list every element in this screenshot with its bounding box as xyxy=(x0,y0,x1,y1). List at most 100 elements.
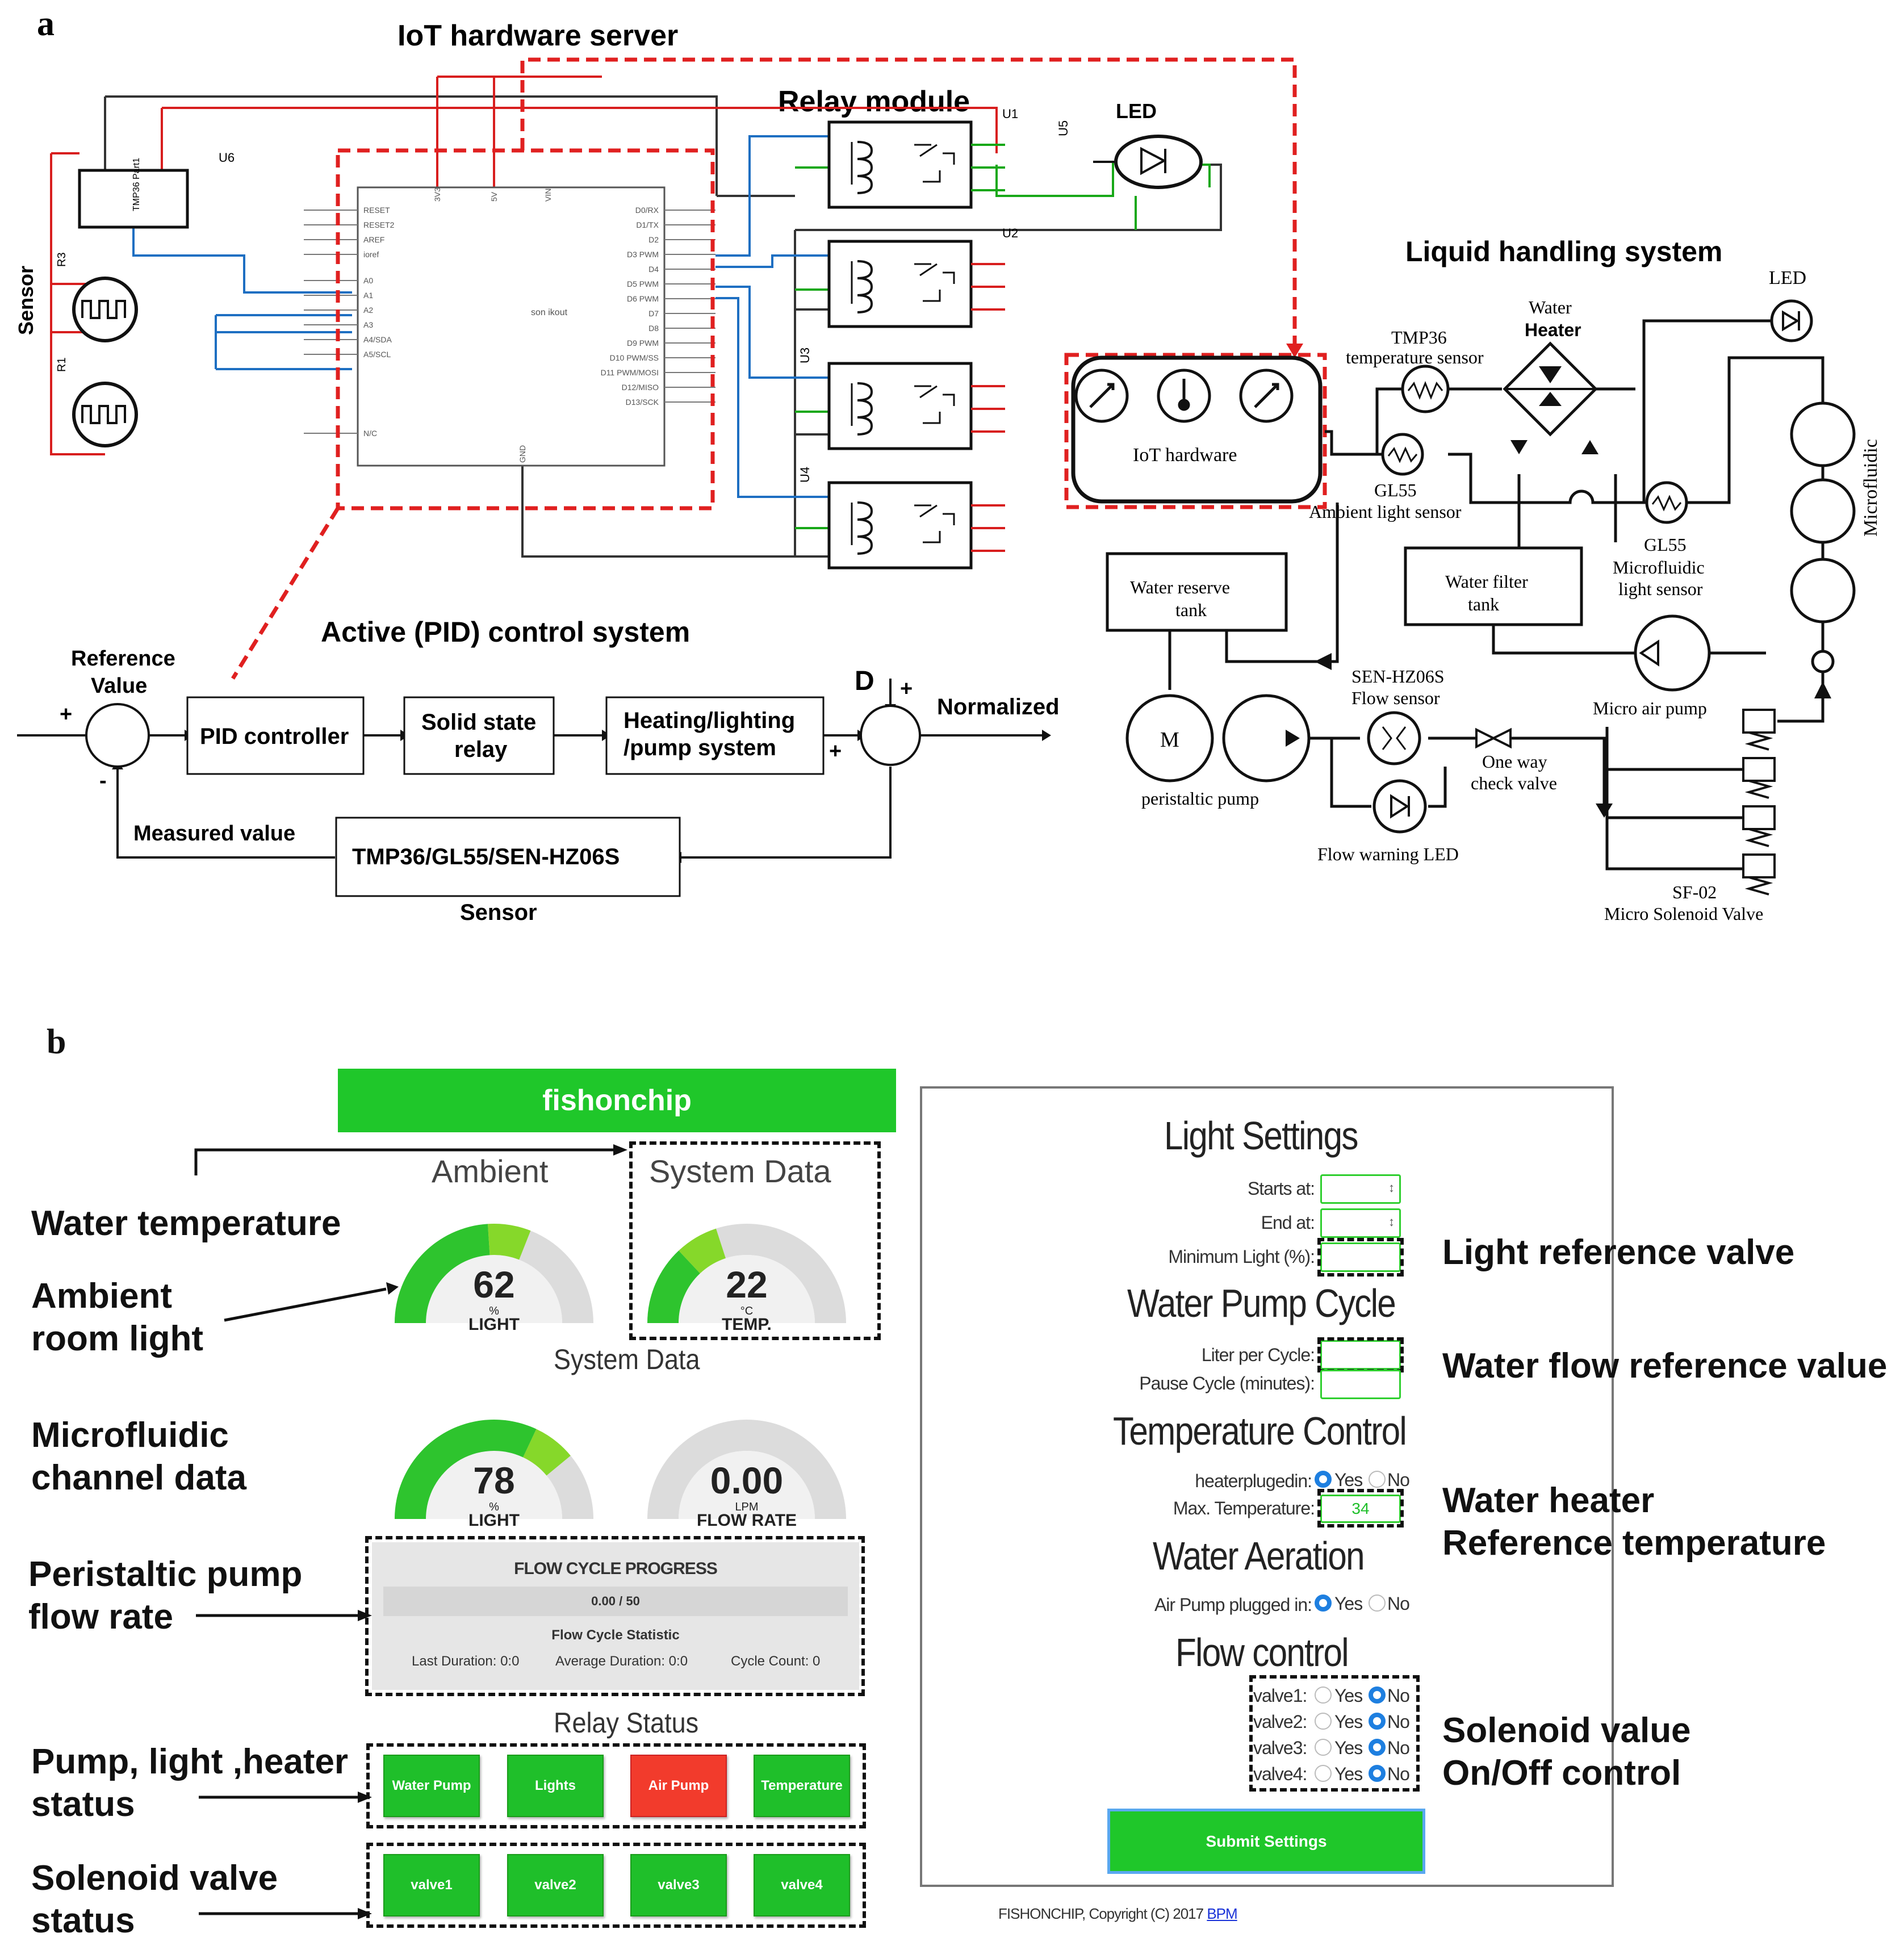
end-at-label: End at: xyxy=(1261,1212,1315,1233)
arrow-to-reserve xyxy=(1315,653,1332,670)
valve-no-radio[interactable] xyxy=(1369,1686,1386,1704)
pin-right-label: D7 xyxy=(648,309,659,318)
valve-no-text: No xyxy=(1387,1738,1410,1758)
gl55-microfluidic-sensor xyxy=(1645,481,1688,524)
min-light-input[interactable] xyxy=(1320,1242,1401,1272)
sensor-box xyxy=(335,817,681,897)
end-at-select[interactable]: ↕ xyxy=(1320,1208,1401,1238)
heater-yes-radio[interactable] xyxy=(1315,1471,1332,1488)
footer-text: FISHONCHIP, Copyright (C) 2017 xyxy=(998,1905,1204,1922)
relay-status-button[interactable]: Water Pump xyxy=(383,1755,480,1817)
valve-no-radio[interactable] xyxy=(1369,1713,1386,1730)
dashboard-title: fishonchip xyxy=(542,1084,692,1117)
flow-cycle-statistic: Flow Cycle Statistic xyxy=(551,1627,680,1643)
valve-no-radio[interactable] xyxy=(1369,1739,1386,1756)
water-heater-label-2: Heater xyxy=(1525,320,1581,340)
sensor-box-label: TMP36/GL55/SEN-HZ06S xyxy=(352,844,620,869)
starts-at-select[interactable]: ↕ xyxy=(1320,1174,1401,1204)
heater-no-radio[interactable] xyxy=(1369,1471,1386,1488)
u5-label: U5 xyxy=(1056,120,1070,136)
gauge-name: LIGHT xyxy=(468,1315,520,1334)
submit-settings-button[interactable]: Submit Settings xyxy=(1107,1809,1425,1874)
gauge-value: 22 xyxy=(726,1263,767,1305)
valve-yes-text: Yes xyxy=(1334,1711,1363,1732)
pause-cycle-input[interactable] xyxy=(1320,1370,1401,1399)
led-diode-top xyxy=(1093,135,1203,189)
water-pump-heading: Water Pump Cycle xyxy=(1127,1281,1396,1325)
arrow-to-solenoid xyxy=(1596,803,1613,818)
pin-right-label: D0/RX xyxy=(635,206,659,215)
gauge-arc xyxy=(647,1250,700,1323)
arduino-pin-labels: RESETRESET2AREFiorefA0A1A2A3A4/SDAA5/SCL… xyxy=(304,187,715,463)
water-heater xyxy=(1503,341,1598,454)
u4-label: U4 xyxy=(798,467,812,483)
panel-a-label: a xyxy=(37,5,55,43)
iot-link-dashed xyxy=(520,57,1297,352)
peristaltic-pump xyxy=(1125,694,1311,782)
flow-warning-led xyxy=(1372,779,1427,834)
liter-per-cycle-dashed xyxy=(1317,1337,1404,1372)
flow-control-dashed xyxy=(1249,1675,1420,1792)
relay-status-title: Relay Status xyxy=(554,1707,699,1739)
valve-status-button[interactable]: valve3 xyxy=(630,1854,727,1916)
max-temp-input[interactable]: 34 xyxy=(1320,1495,1401,1523)
gl55-ambient-label-1: GL55 xyxy=(1374,480,1417,500)
cycle-count: Cycle Count: 0 xyxy=(731,1654,821,1669)
microfluidic-label: Microfluidic xyxy=(1860,439,1881,537)
ann-heater-ref-2: Reference temperature xyxy=(1442,1524,1826,1563)
select-arrows-icon: ↕ xyxy=(1388,1215,1395,1229)
valve-no-text: No xyxy=(1387,1685,1410,1706)
pin-right-label: D13/SCK xyxy=(626,397,659,407)
relay-status-button[interactable]: Temperature xyxy=(754,1755,850,1817)
board-name: son ikout xyxy=(531,308,568,317)
valve-status-button[interactable]: valve4 xyxy=(754,1854,850,1916)
arduino-board xyxy=(357,186,666,467)
valve-yes-radio[interactable] xyxy=(1315,1765,1332,1782)
pin-right-label: D6 PWM xyxy=(627,294,659,303)
valve-row-label: valve4: xyxy=(1253,1764,1307,1784)
relay-status-button[interactable]: Air Pump xyxy=(630,1755,727,1817)
water-reserve-label-2: tank xyxy=(1175,600,1207,620)
settings-panel xyxy=(920,1086,1614,1887)
iot-server-dashed-box xyxy=(336,148,715,510)
gauge-face xyxy=(426,1255,562,1323)
flow-cycle-panel: FLOW CYCLE PROGRESS 0.00 / 50 Flow Cycle… xyxy=(372,1542,859,1690)
pid-controller-box xyxy=(186,696,365,775)
valve-yes-radio[interactable] xyxy=(1315,1713,1332,1730)
air-pump-yes-radio[interactable] xyxy=(1315,1595,1332,1612)
water-reserve-tank xyxy=(1106,552,1288,632)
valve-yes-radio[interactable] xyxy=(1315,1686,1332,1704)
pin-left-label: A3 xyxy=(363,320,373,329)
u1-label: U1 xyxy=(1002,107,1018,121)
gauge-unit: °C xyxy=(740,1305,753,1317)
relay-module xyxy=(827,120,1005,209)
pin-left-label: A0 xyxy=(363,276,373,285)
u3-label: U3 xyxy=(798,348,812,363)
system-data-dashed-box xyxy=(629,1141,881,1340)
valve-no-radio[interactable] xyxy=(1369,1765,1386,1782)
heater-no-text: No xyxy=(1387,1470,1410,1490)
water-filter-label-1: Water filter xyxy=(1445,571,1528,592)
valve-status-button[interactable]: valve1 xyxy=(383,1854,480,1916)
min-light-label: Minimum Light (%): xyxy=(1168,1246,1315,1267)
relay-module xyxy=(827,481,1005,570)
valve-no-text: No xyxy=(1387,1711,1410,1732)
air-pump-no-radio[interactable] xyxy=(1369,1595,1386,1612)
led-right-label: LED xyxy=(1769,267,1806,288)
solenoid-valves xyxy=(1742,709,1776,895)
valve-status-button[interactable]: valve2 xyxy=(507,1854,604,1916)
pin-top-label: 5V xyxy=(489,191,499,202)
solenoid-label-2: Micro Solenoid Valve xyxy=(1604,903,1763,924)
gauge-arc xyxy=(488,1223,531,1260)
footer-link[interactable]: BPM xyxy=(1207,1905,1237,1922)
liter-per-cycle-input[interactable] xyxy=(1320,1340,1401,1370)
valve-row-label: valve2: xyxy=(1253,1711,1307,1732)
water-aeration-heading: Water Aeration xyxy=(1153,1534,1365,1578)
relay-module xyxy=(827,240,1005,328)
pin-left-label: A4/SDA xyxy=(363,335,392,344)
gauge-face xyxy=(679,1451,815,1519)
valve-yes-radio[interactable] xyxy=(1315,1739,1332,1756)
relay-status-button[interactable]: Lights xyxy=(507,1755,604,1817)
ann-water-flow-ref: Water flow reference value xyxy=(1442,1346,1888,1386)
